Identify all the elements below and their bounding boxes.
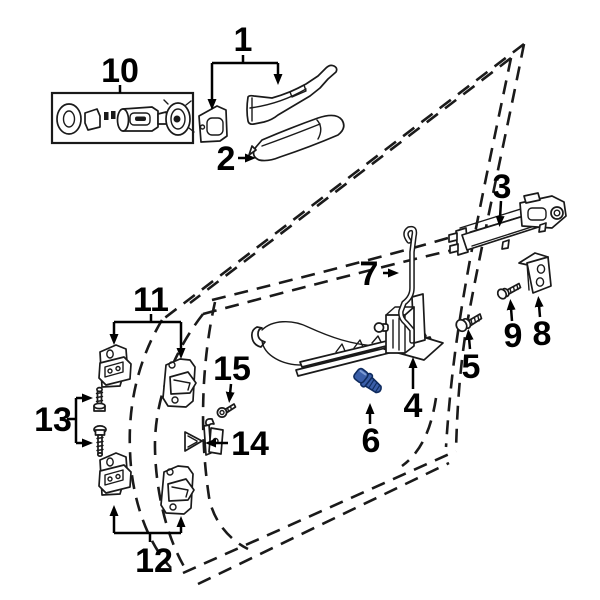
callout-8-arrow [534, 296, 544, 318]
part-6-highlighted-screw [353, 367, 382, 394]
door-front-edge-inner [153, 313, 205, 574]
a-pillar-inner-line [189, 56, 512, 305]
exterior-handle-drawing [246, 64, 338, 126]
part-7-lock-rod-drawing [398, 225, 418, 344]
lock-cylinder-components-drawing [56, 99, 195, 136]
callout-5-label: 5 [462, 348, 481, 386]
callout-3-label: 3 [493, 168, 512, 206]
door-outline [128, 42, 526, 586]
upper-hinge-bolt [93, 386, 106, 412]
part-9-screw-drawing [496, 282, 522, 300]
door-inner-panel-line [201, 301, 249, 551]
callout-13-label: 13 [34, 401, 72, 439]
part-5-bolt-drawing [455, 313, 483, 333]
callout-9-arrow [506, 299, 516, 322]
screw-threads [368, 379, 381, 393]
callout-2-label: 2 [217, 140, 236, 178]
part-14-door-check-drawing [184, 418, 224, 456]
callout-5-arrow [464, 329, 474, 350]
callout-8-label: 8 [533, 315, 552, 353]
upper-door-hinge-drawing [162, 358, 197, 408]
callout-11-label: 11 [133, 281, 169, 319]
callout-12-bracket [114, 531, 181, 542]
callout-3-arrow [495, 200, 505, 227]
a-pillar-outer-line [161, 42, 525, 322]
callout-11-bracket [114, 314, 181, 324]
callouts: 1 2 3 4 5 6 7 8 9 10 11 12 [34, 21, 551, 580]
upper-body-hinge-drawing [98, 344, 132, 388]
beltline-inner [211, 236, 449, 302]
screw-head [353, 367, 369, 384]
part-13-hinge-bolts-drawing [93, 386, 107, 457]
lower-door-hinge-drawing [160, 465, 195, 515]
handle-escutcheon-drawing [198, 105, 228, 143]
door-bottom-edge-outer [182, 449, 457, 575]
callout-9-label: 9 [504, 317, 523, 355]
callout-15-arrow [225, 383, 235, 403]
part-15-screw-drawing [216, 403, 237, 418]
part-2-handle-cover-drawing [248, 114, 345, 162]
part-3-handle-reinforcement-drawing [448, 192, 567, 256]
callout-7-label: 7 [360, 255, 379, 293]
callout-12-label: 12 [135, 542, 173, 580]
door-rear-edge-inner [444, 57, 513, 448]
part-8-bracket-drawing [518, 252, 552, 294]
part-4-door-latch-drawing [251, 293, 444, 377]
lower-hinge-bolt [93, 425, 107, 457]
screw-head-shine [359, 369, 367, 376]
callout-14-label: 14 [231, 425, 269, 463]
beltline-outer [202, 248, 454, 316]
callout-10-label: 10 [101, 52, 139, 90]
callout-13-bracket [67, 398, 78, 443]
callout-1-label: 1 [234, 21, 253, 59]
callout-4-label: 4 [404, 387, 423, 425]
part-1-exterior-handle-set [198, 64, 338, 143]
callout-15-label: 15 [213, 350, 251, 388]
callout-1-bracket [212, 55, 278, 65]
door-bottom-edge-inner [197, 461, 450, 586]
door-front-edge-outer [128, 319, 172, 569]
part-10-lock-cylinder-kit [50, 91, 195, 145]
callout-6-label: 6 [362, 422, 381, 460]
door-rear-edge-outer [454, 43, 526, 451]
door-bottom-rear-inner-curve [401, 397, 438, 468]
lower-body-hinge-drawing [98, 452, 132, 496]
